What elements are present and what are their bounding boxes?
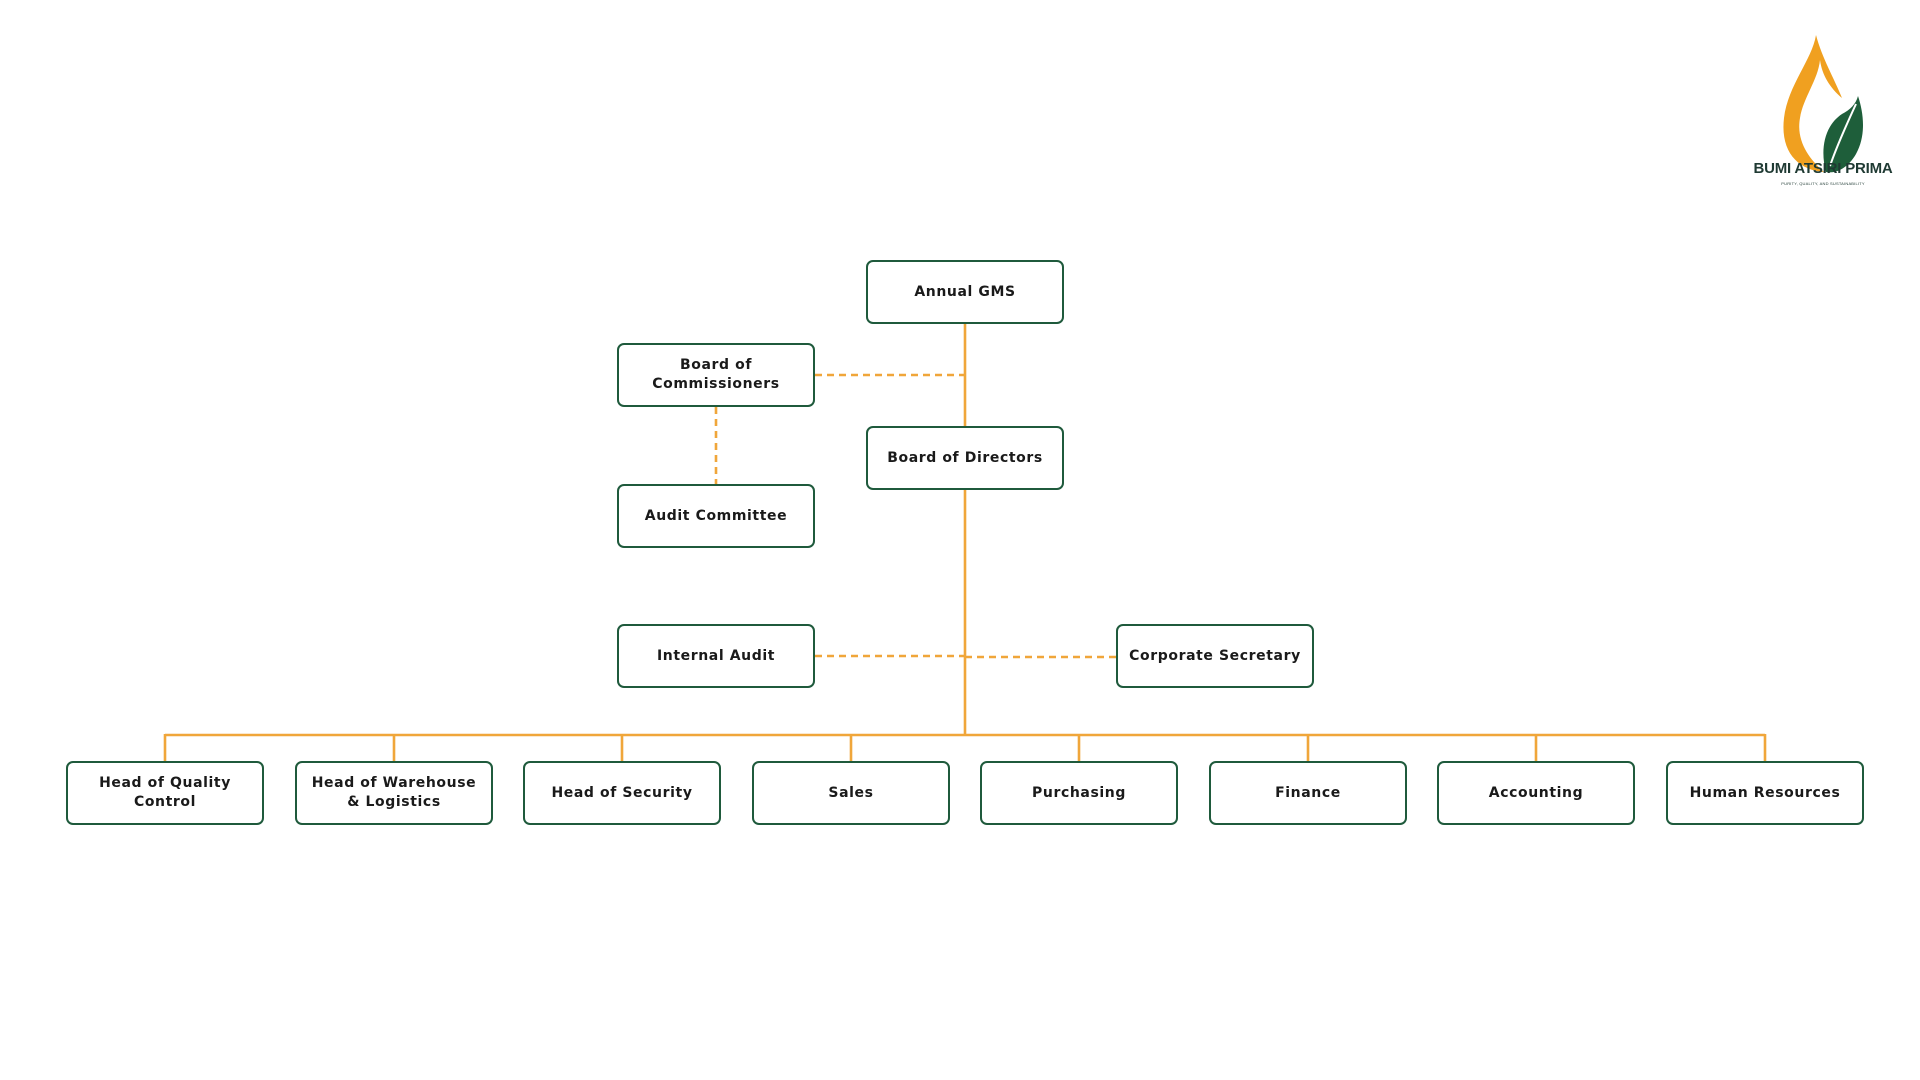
node-head-of-warehouse-logistics[interactable]: Head of Warehouse & Logistics: [295, 761, 493, 825]
node-board-of-commissioners[interactable]: Board of Commissioners: [617, 343, 815, 407]
node-human-resources[interactable]: Human Resources: [1666, 761, 1864, 825]
node-board-of-directors[interactable]: Board of Directors: [866, 426, 1064, 490]
node-label: Purchasing: [1032, 784, 1126, 801]
node-label: Internal Audit: [656, 647, 776, 664]
brand-tagline: PURITY, QUALITY, AND SUSTAINABILITY: [1781, 181, 1865, 186]
node-label: Head of Warehouse & Logistics: [311, 775, 477, 810]
node-accounting[interactable]: Accounting: [1437, 761, 1635, 825]
node-finance[interactable]: Finance: [1209, 761, 1407, 825]
flame-icon: [1783, 35, 1842, 172]
node-head-of-security[interactable]: Head of Security: [523, 761, 721, 825]
node-label: Accounting: [1488, 784, 1584, 801]
node-label: Audit Committee: [644, 507, 788, 524]
node-corporate-secretary[interactable]: Corporate Secretary: [1116, 624, 1314, 688]
node-annual-gms[interactable]: Annual GMS: [866, 260, 1064, 324]
node-label: Sales: [828, 784, 874, 801]
node-label: Board of Commissioners: [652, 357, 780, 392]
company-logo: [1783, 35, 1863, 173]
brand-name: BUMI ATSIRI PRIMA: [1753, 160, 1893, 177]
node-audit-committee[interactable]: Audit Committee: [617, 484, 815, 548]
node-label: Finance: [1275, 784, 1341, 801]
node-purchasing[interactable]: Purchasing: [980, 761, 1178, 825]
node-label: Head of Security: [551, 784, 693, 801]
node-internal-audit[interactable]: Internal Audit: [617, 624, 815, 688]
node-head-of-quality-control[interactable]: Head of Quality Control: [66, 761, 264, 825]
node-label: Annual GMS: [914, 283, 1016, 300]
node-sales[interactable]: Sales: [752, 761, 950, 825]
node-label: Board of Directors: [887, 449, 1043, 466]
leaf-vein-icon: [1829, 103, 1857, 167]
node-label: Corporate Secretary: [1129, 647, 1301, 664]
node-label: Head of Quality Control: [99, 775, 231, 810]
node-label: Human Resources: [1689, 784, 1841, 801]
